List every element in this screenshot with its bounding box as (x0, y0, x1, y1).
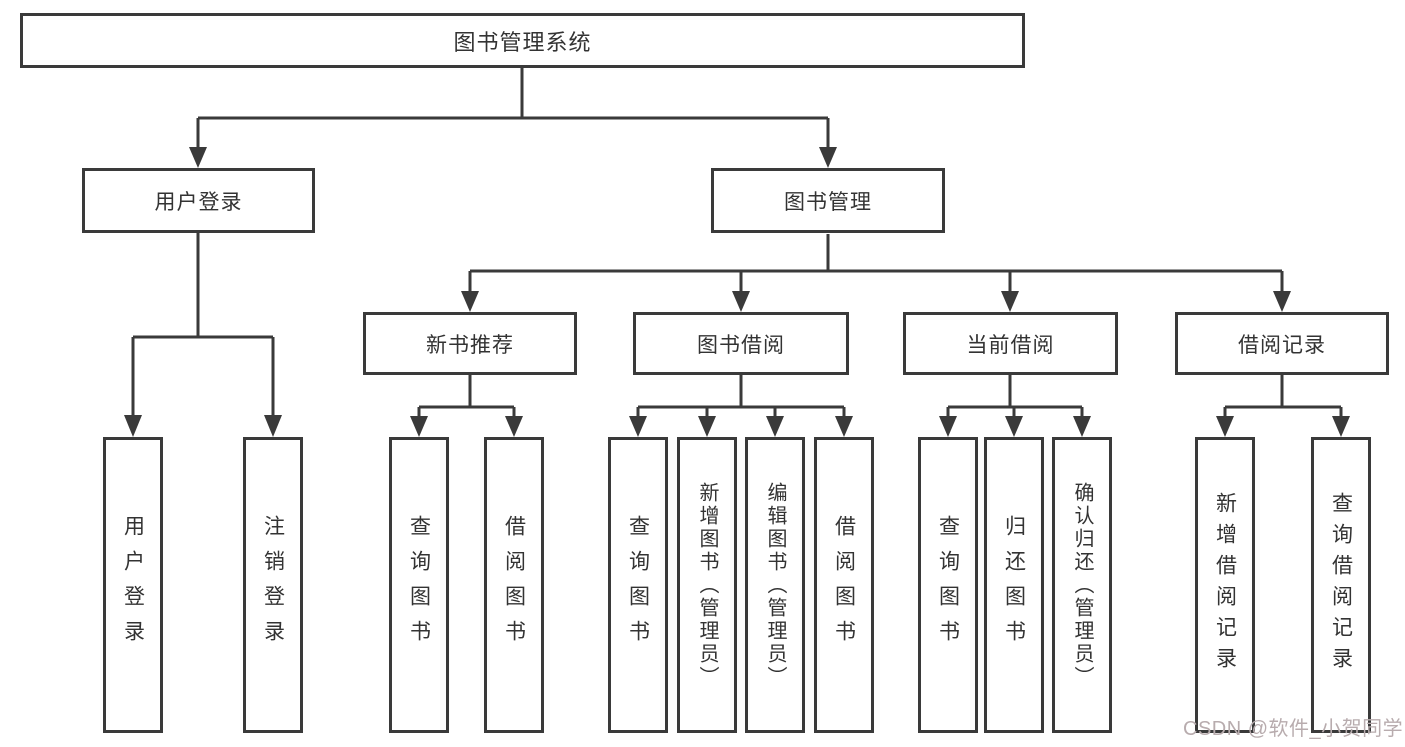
leaf-label: 查询借阅记录 (1329, 492, 1353, 678)
node-current-borrow: 当前借阅 (903, 312, 1118, 375)
node-label: 借阅记录 (1238, 333, 1326, 357)
tree-edges (131, 68, 1343, 419)
leaf-label: 借阅图书 (502, 515, 526, 655)
leaf-query-books-borrow: 查询图书 (608, 437, 668, 733)
leaf-label: 归还图书 (1002, 515, 1026, 655)
arrowheads (124, 147, 1350, 437)
leaf-add-books-admin: 新增图书（管理员） (677, 437, 737, 733)
node-book-management: 图书管理 (711, 168, 945, 233)
leaf-return-books: 归还图书 (984, 437, 1044, 733)
csdn-watermark: CSDN @软件_小贺同学 (1183, 718, 1404, 740)
leaf-borrow-books-recommend: 借阅图书 (484, 437, 544, 733)
leaf-query-books-current: 查询图书 (918, 437, 978, 733)
leaf-edit-books-admin: 编辑图书（管理员） (745, 437, 805, 733)
leaf-user-login: 用户登录 (103, 437, 163, 733)
leaf-label: 确认归还（管理员） (1071, 481, 1093, 689)
leaf-label: 编辑图书（管理员） (764, 481, 786, 689)
node-label: 用户登录 (154, 190, 243, 214)
leaf-label: 新增借阅记录 (1213, 492, 1237, 678)
leaf-label: 用户登录 (121, 515, 145, 655)
leaf-query-books-recommend: 查询图书 (389, 437, 449, 733)
leaf-borrow-books: 借阅图书 (814, 437, 874, 733)
node-root-system: 图书管理系统 (20, 13, 1025, 68)
leaf-label: 查询图书 (626, 515, 650, 655)
leaf-label: 查询图书 (936, 515, 960, 655)
node-borrow-records: 借阅记录 (1175, 312, 1389, 375)
node-label: 新书推荐 (426, 333, 514, 357)
leaf-query-borrow-record: 查询借阅记录 (1311, 437, 1371, 733)
node-label: 当前借阅 (966, 333, 1055, 357)
leaf-logout: 注销登录 (243, 437, 303, 733)
leaf-label: 查询图书 (407, 515, 431, 655)
leaf-add-borrow-record: 新增借阅记录 (1195, 437, 1255, 733)
node-user-login: 用户登录 (82, 168, 315, 233)
node-label: 图书管理 (784, 190, 872, 214)
node-root-label: 图书管理系统 (453, 29, 592, 55)
leaf-label: 注销登录 (261, 515, 285, 655)
leaf-confirm-return-admin: 确认归还（管理员） (1052, 437, 1112, 733)
leaf-label: 新增图书（管理员） (696, 481, 718, 689)
node-new-book-recommend: 新书推荐 (363, 312, 577, 375)
node-label: 图书借阅 (697, 333, 785, 357)
node-book-borrow: 图书借阅 (633, 312, 849, 375)
leaf-label: 借阅图书 (832, 515, 856, 655)
